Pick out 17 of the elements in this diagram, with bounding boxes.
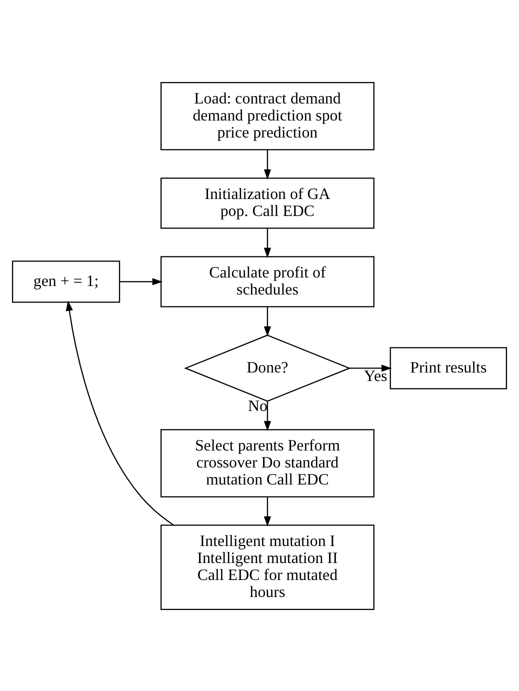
node-box: Intelligent mutation I Intelligent mutation II Call EDC for mutated hours <box>160 524 374 610</box>
node-box: Load: contract demand demand prediction spot price prediction <box>160 81 374 150</box>
node-diamond: Done? <box>184 334 351 402</box>
node-box: gen + = 1; <box>12 260 120 302</box>
arrow <box>120 278 163 285</box>
arrow <box>264 496 272 526</box>
node-box: Print results <box>390 346 508 389</box>
arrow <box>264 306 272 336</box>
node-box: Select parents Perform crossover Do standard mutation Call EDC <box>160 428 374 497</box>
node-box: Calculate profit of schedules <box>160 256 374 307</box>
node-box: Initialization of GA pop. Call EDC <box>160 177 374 228</box>
arrow <box>349 364 392 372</box>
arrow <box>264 228 272 258</box>
arrow <box>264 149 272 180</box>
arrow <box>66 300 174 526</box>
arrow <box>264 400 272 431</box>
edge-label: Yes <box>364 367 388 384</box>
